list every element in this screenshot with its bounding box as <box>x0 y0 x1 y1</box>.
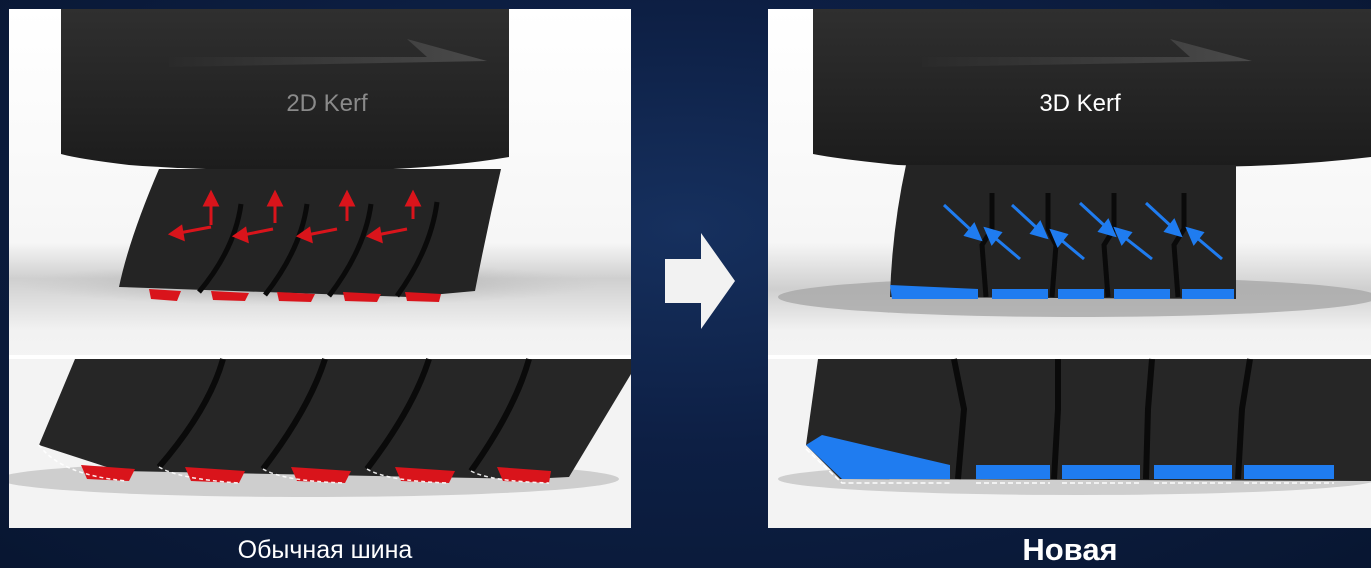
illustration-3d-kerf: 3D Kerf <box>768 9 1371 528</box>
tread-block-body <box>813 9 1371 168</box>
caption-new-tire: Новая <box>940 533 1200 567</box>
closeup-tread <box>39 359 631 479</box>
arrow-right-icon <box>665 233 735 329</box>
illustration-2d-kerf: 2D Kerf <box>9 9 631 528</box>
panel-2d-kerf: 2D Kerf <box>9 9 631 528</box>
caption-regular-tire: Обычная шина <box>140 533 510 567</box>
panel-3d-kerf: 3D Kerf <box>768 9 1371 528</box>
kerf-label: 3D Kerf <box>1039 90 1121 117</box>
kerf-label: 2D Kerf <box>286 90 368 117</box>
tread-block-body <box>61 9 509 171</box>
